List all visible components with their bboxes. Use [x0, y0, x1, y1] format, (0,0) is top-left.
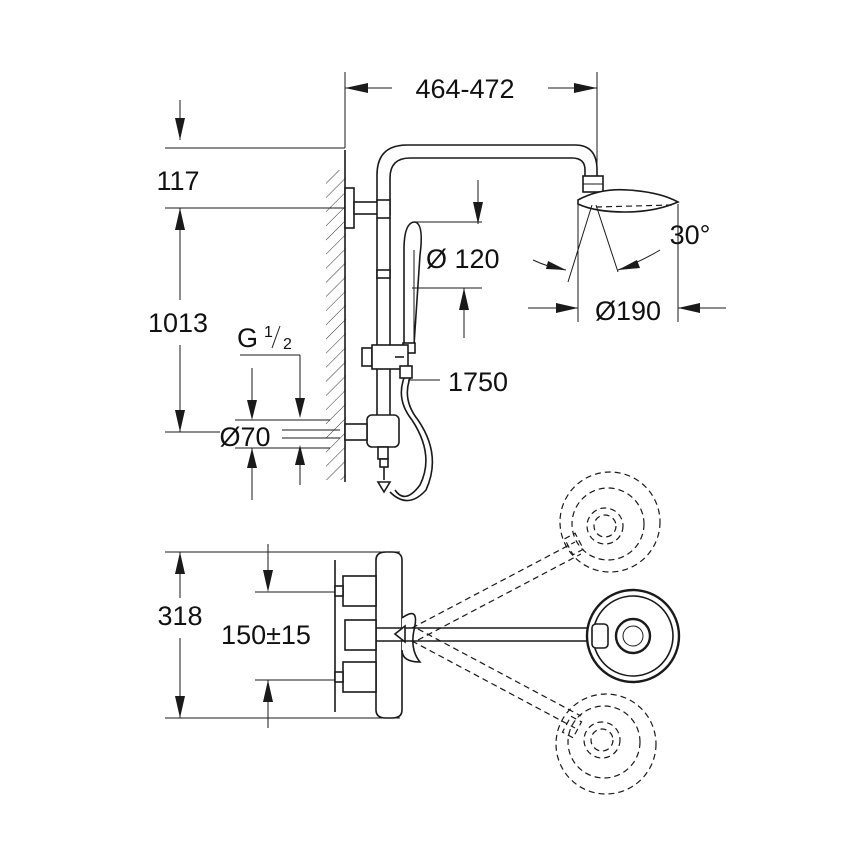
- dimension-head-shower: Ø190: [528, 204, 726, 326]
- mixer-body-top: [334, 551, 422, 719]
- dimension-hose-length: 1750: [408, 367, 508, 397]
- dimension-hand-shower: Ø 120: [412, 180, 500, 338]
- wall: [326, 150, 346, 482]
- swivel-position-lower: [411, 628, 657, 795]
- thread-denominator: 2: [283, 336, 292, 353]
- slide-holder: [361, 344, 413, 379]
- thread-numerator: 1: [264, 324, 273, 341]
- dimension-tilt-angle: 30°: [532, 204, 711, 283]
- escutcheon-diameter-label: Ø70: [219, 422, 270, 452]
- hand-shower-diameter-label: Ø 120: [426, 244, 500, 274]
- column-height-label: 1013: [148, 308, 208, 338]
- inlet-spacing-label: 150±15: [221, 620, 311, 650]
- side-view: 464-472 117 1013: [148, 72, 726, 502]
- arm-projection-label: 464-472: [415, 74, 514, 104]
- head-shower-top: [585, 588, 681, 684]
- shower-arm-top: [376, 624, 600, 644]
- shower-arm: [376, 144, 598, 215]
- dimension-mixer-depth: 318: [157, 551, 400, 719]
- riser-pipe: [376, 218, 391, 420]
- shower-hose: [389, 377, 434, 502]
- top-wall-bracket: [344, 187, 391, 229]
- dimension-thread: G 1 2: [237, 323, 305, 485]
- top-view: 318 150±15: [157, 471, 681, 795]
- dimension-escutcheon: Ø70: [219, 368, 340, 500]
- mixer-valve: [344, 414, 400, 494]
- hose-length-label: 1750: [448, 367, 508, 397]
- dimension-inlet-spacing: 150±15: [221, 544, 345, 728]
- thread-g-label: G: [237, 323, 258, 353]
- swivel-position-upper: [411, 471, 661, 641]
- dimension-arm-projection: 464-472: [344, 72, 598, 170]
- mixer-depth-label: 318: [157, 601, 202, 631]
- top-offset-label: 117: [156, 166, 199, 196]
- dimension-left-verticals: 117 1013: [148, 100, 350, 433]
- head-shower: [577, 175, 680, 213]
- tilt-angle-label: 30°: [670, 220, 711, 250]
- head-shower-diameter-label: Ø190: [595, 296, 661, 326]
